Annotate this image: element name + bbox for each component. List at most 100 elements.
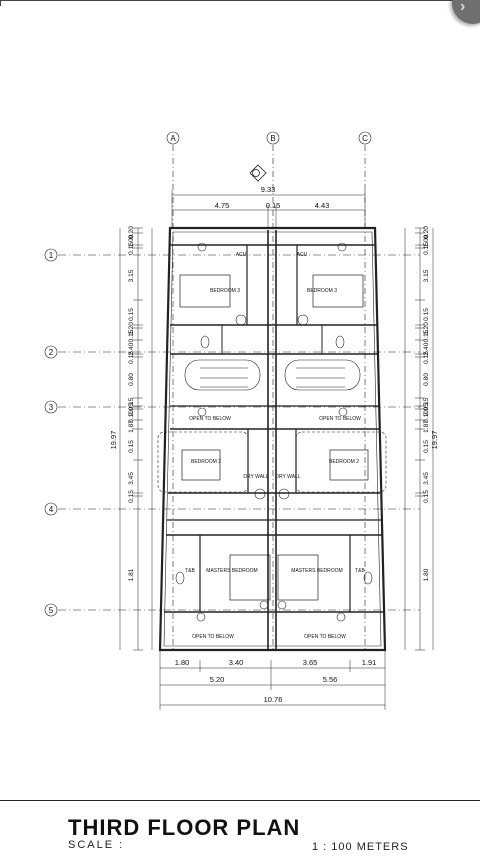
right-dim-value: 0.15 [423, 351, 430, 364]
grid-label-1: 1 [49, 251, 54, 260]
dim-top-left: 4.75 [215, 201, 230, 210]
label-open-below-upper-right: OPEN TO BELOW [319, 416, 361, 422]
label-acu-left: ACU [236, 252, 247, 258]
room-labels: BEDROOM 3 BEDROOM 3 BEDROOM 2 BEDROOM 2 … [185, 252, 365, 640]
label-masters-left: MASTERS BEDROOM [206, 568, 257, 574]
left-dim-value: 1.81 [128, 568, 135, 581]
page-title: THIRD FLOOR PLAN [68, 815, 301, 840]
dim-bottom-2-a: 5.20 [210, 675, 225, 684]
grid-label-2: 2 [49, 348, 54, 357]
grid-bubble-c [358, 131, 372, 145]
right-dim-value: 1.20 [423, 322, 430, 335]
grid-bubble-2 [44, 345, 58, 359]
left-dim-value: 2.40 [128, 342, 135, 355]
dim-overall-height-left: 19.97 [109, 431, 118, 450]
left-dim-value: 0.20 [128, 226, 135, 239]
dim-bottom-1-d: 1.91 [362, 658, 377, 667]
dim-bottom-2-b: 5.56 [323, 675, 338, 684]
label-open-below-upper-left: OPEN TO BELOW [189, 416, 231, 422]
furniture-beds [179, 274, 369, 601]
grid-label-5: 5 [49, 606, 54, 615]
grid-label-a: A [170, 134, 176, 143]
balcony-rails [157, 431, 387, 493]
label-open-below-left: OPEN TO BELOW [192, 634, 234, 640]
label-open-below-right: OPEN TO BELOW [304, 634, 346, 640]
grid-bubble-1 [44, 248, 58, 262]
dim-bottom-1-a: 1.80 [175, 658, 190, 667]
left-dim-value: 0.15 [128, 329, 135, 342]
left-dim-value: 2.95 [128, 403, 135, 416]
staircase-left [184, 359, 261, 391]
right-dim-value: 2.95 [423, 403, 430, 416]
scale-value: 1 : 100 METERS [312, 841, 409, 853]
label-acu-right: ACU [297, 252, 308, 258]
bottom-dimensions: 1.80 3.40 3.65 1.91 5.20 5.56 10.76 [159, 650, 386, 710]
right-dim-value: 1.87 [423, 420, 430, 433]
left-dim-value: 0.10 [128, 410, 135, 423]
staircase-right [284, 359, 361, 391]
building-outline [158, 226, 387, 652]
corner-glyph: › [460, 0, 466, 15]
right-dim-value: 1.80 [423, 568, 430, 581]
dim-top-mid: 0.15 [266, 201, 281, 210]
right-dim-value: 0.15 [423, 329, 430, 342]
right-dim-value: 1.00 [423, 234, 430, 247]
left-dim-value: 1.20 [128, 322, 135, 335]
label-bedroom2-left: BEDROOM 2 [191, 459, 221, 465]
right-dim-value: 0.15 [423, 397, 430, 410]
left-dim-value: 3.45 [128, 472, 135, 485]
title-block: THIRD FLOOR PLAN SCALE : 1 : 100 METERS [0, 800, 480, 861]
scale-label: SCALE : [68, 839, 125, 851]
left-dim-value: 0.15 [128, 351, 135, 364]
dim-bottom-total: 10.76 [264, 695, 283, 704]
grid-bubble-4 [44, 502, 58, 516]
label-drywall-right: DRY WALL [275, 474, 300, 480]
dim-bottom-1-b: 3.40 [229, 658, 244, 667]
left-dim-value: 0.80 [128, 373, 135, 386]
left-dim-value: 0.15 [128, 490, 135, 503]
grid-label-c: C [362, 134, 368, 143]
grid-bubble-b [266, 131, 280, 145]
right-dim-value: 3.15 [423, 269, 430, 282]
left-dim-value: 3.15 [128, 269, 135, 282]
left-dim-value: 0.15 [128, 440, 135, 453]
right-dim-value: 0.15 [423, 490, 430, 503]
dim-overall-top: 9.33 [261, 185, 276, 194]
label-tb-right: T&B [355, 568, 365, 574]
furniture-toilets [175, 335, 373, 585]
fixture-markers [196, 242, 348, 622]
top-border-tick [0, 0, 1, 6]
label-masters-right: MASTERS BEDROOM [291, 568, 342, 574]
right-dim-value: 3.45 [423, 472, 430, 485]
right-dim-value: 2.40 [423, 342, 430, 355]
top-dimensions: 9.33 4.75 0.15 4.43 [171, 185, 366, 228]
label-tb-left: T&B [185, 568, 195, 574]
dim-bottom-1-c: 3.65 [303, 658, 318, 667]
left-dimension-chain: 0.201.000.153.150.151.200.152.400.150.80… [119, 226, 153, 651]
grid-columns: A B C [166, 131, 372, 650]
grid-bubble-a [166, 131, 180, 145]
left-dim-value: 0.15 [128, 308, 135, 321]
right-dim-value: 0.15 [423, 242, 430, 255]
right-dim-value: 0.10 [423, 410, 430, 423]
dim-overall-height-right: 19.97 [430, 431, 439, 450]
left-dim-value: 1.00 [128, 234, 135, 247]
label-drywall-left: DRY WALL [243, 474, 268, 480]
grid-label-b: B [270, 134, 275, 143]
grid-bubble-3 [44, 400, 58, 414]
left-dim-value: 1.87 [128, 420, 135, 433]
label-bedroom3-right: BEDROOM 3 [307, 288, 337, 294]
north-arrow-icon [249, 164, 267, 182]
grid-label-4: 4 [49, 505, 54, 514]
label-bedroom3-left: BEDROOM 3 [210, 288, 240, 294]
dim-top-right: 4.43 [315, 201, 330, 210]
right-dim-value: 0.15 [423, 440, 430, 453]
left-dim-value: 0.15 [128, 242, 135, 255]
floor-plan-drawing: A B C 1 2 3 4 5 9.33 4.75 0.15 4.43 [44, 131, 439, 710]
left-dim-value: 0.15 [128, 397, 135, 410]
grid-bubble-5 [44, 603, 58, 617]
grid-label-3: 3 [49, 403, 54, 412]
right-dim-value: 0.15 [423, 308, 430, 321]
right-dim-value: 0.80 [423, 373, 430, 386]
right-dimension-chain: 0.201.000.153.150.151.200.152.400.150.80… [404, 226, 434, 651]
